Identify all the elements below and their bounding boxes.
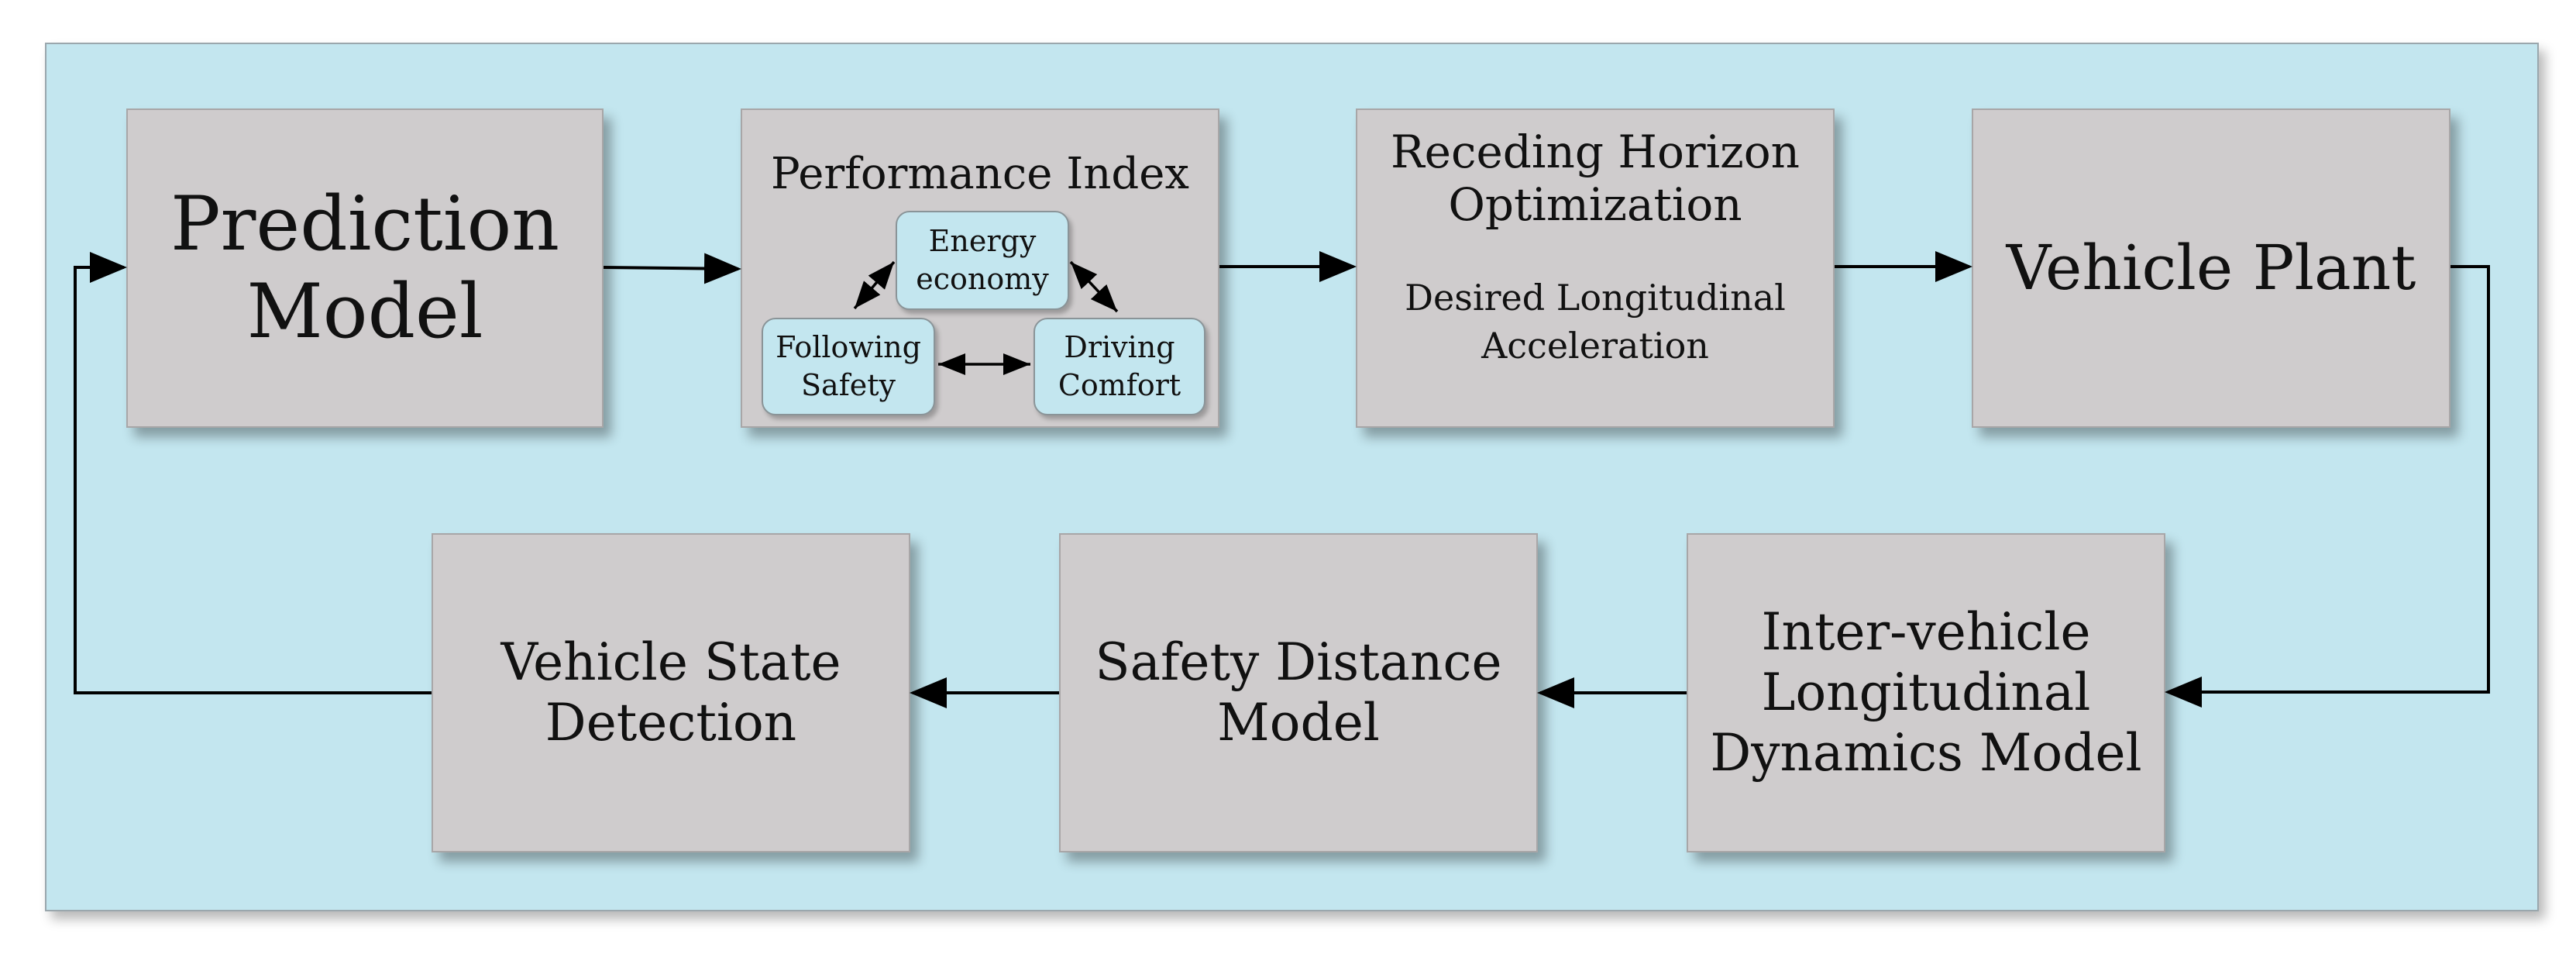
safety-distance-line2: Model [1217, 693, 1380, 753]
driving-comfort-line2: Comfort [1058, 368, 1181, 402]
energy-economy-node: Energy economy [896, 211, 1069, 310]
prediction-model-line1: Prediction [170, 180, 560, 267]
following-safety-node: Following Safety [762, 318, 935, 415]
safety-distance-model-block: Safety Distance Model [1059, 533, 1538, 852]
receding-horizon-sub1: Desired Longitudinal [1405, 276, 1786, 319]
prediction-model-line2: Model [246, 268, 483, 355]
vehicle-plant-label: Vehicle Plant [2006, 231, 2416, 304]
performance-index-title: Performance Index [771, 149, 1189, 199]
vehicle-plant-block: Vehicle Plant [1972, 108, 2450, 428]
vehicle-state-detection-block: Vehicle State Detection [432, 533, 910, 852]
receding-horizon-line1: Receding Horizon [1390, 126, 1800, 178]
receding-horizon-line2: Optimization [1448, 178, 1742, 232]
driving-comfort-node: Driving Comfort [1033, 318, 1205, 415]
energy-economy-line2: economy [916, 262, 1049, 296]
inter-vehicle-line2: Longitudinal [1761, 663, 2091, 723]
arrow-state-to-prediction [74, 252, 432, 694]
receding-horizon-block: Receding Horizon Optimization Desired Lo… [1356, 108, 1835, 428]
energy-economy-line1: Energy [928, 223, 1037, 258]
arrow-energy-following [853, 260, 896, 310]
vehicle-state-line1: Vehicle State [500, 632, 841, 693]
inter-vehicle-dynamics-block: Inter-vehicle Longitudinal Dynamics Mode… [1687, 533, 2165, 852]
arrow-prediction-to-performance [603, 253, 741, 284]
driving-comfort-line1: Driving [1064, 329, 1175, 364]
arrow-plant-to-inter-vehicle [2165, 265, 2490, 708]
following-safety-line2: Safety [801, 368, 896, 402]
following-safety-line1: Following [776, 329, 921, 364]
inter-vehicle-line3: Dynamics Model [1710, 722, 2142, 783]
arrow-energy-driving [1069, 260, 1119, 313]
vehicle-state-line2: Detection [545, 693, 797, 753]
safety-distance-line1: Safety Distance [1095, 632, 1502, 693]
receding-horizon-sub2: Acceleration [1481, 325, 1709, 367]
inter-vehicle-line1: Inter-vehicle [1761, 602, 2091, 663]
prediction-model-block: Prediction Model [126, 108, 604, 428]
